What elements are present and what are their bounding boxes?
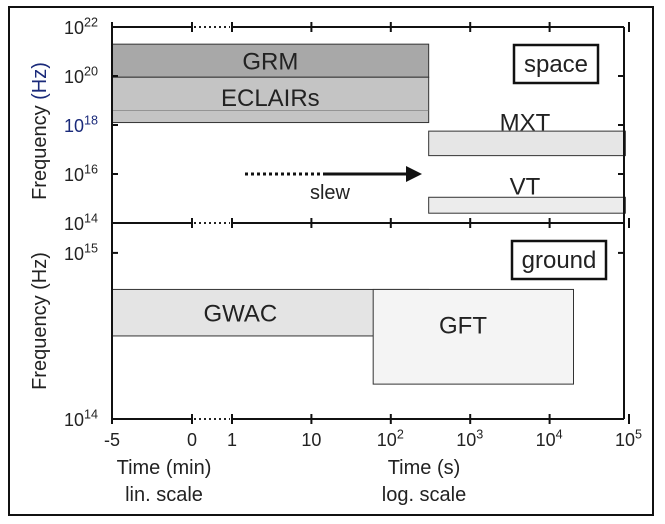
x-axis-subtitle-right: log. scale: [382, 484, 467, 506]
panel-label-ground: ground: [522, 247, 597, 274]
bars-layer: [111, 43, 626, 385]
y-axis-title-space: Frequency (Hz): [29, 62, 51, 200]
x-axis-title-right: Time (s): [388, 457, 461, 479]
x-tick-label-1e2: 102: [377, 427, 404, 450]
slew-arrow-head: [406, 166, 422, 182]
x-tick-label--5: -5: [104, 430, 120, 450]
panel-label-space-box: [512, 43, 600, 85]
label-mxt: MXT: [500, 110, 551, 137]
label-slew: slew: [310, 182, 351, 204]
y-tick-label-space-22: 1022: [64, 15, 98, 38]
y-tick-label-space-20: 1020: [64, 64, 98, 87]
y-axis-title-ground: Frequency (Hz): [29, 252, 51, 390]
y-tick-label-space-18: 1018: [64, 113, 98, 136]
x-tick-label-1e3: 103: [456, 427, 483, 450]
label-gft: GFT: [439, 312, 487, 339]
y-tick-label-space-16: 1016: [64, 162, 98, 185]
x-axis-title-left: Time (min): [117, 457, 212, 479]
axes-layer: [111, 22, 630, 424]
figure-frame: [8, 6, 654, 516]
label-eclairs: ECLAIRs: [221, 85, 320, 112]
x-tick-label-1e5: 105: [615, 427, 642, 450]
x-tick-label-1e4: 104: [536, 427, 563, 450]
panel-label-space: space: [524, 51, 588, 78]
panel-label-ground-box: [510, 239, 608, 281]
y-tick-label-space-14: 1014: [64, 211, 98, 234]
y-tick-label-ground-15: 1015: [64, 241, 98, 264]
label-grm: GRM: [242, 49, 298, 76]
bar-eclairs: [111, 76, 430, 124]
x-tick-label-0: 0: [187, 430, 197, 450]
x-axis-subtitle-left: lin. scale: [125, 484, 203, 506]
y-tick-label-ground-14: 1014: [64, 407, 98, 430]
bar-vt: [428, 196, 626, 214]
x-tick-label-1: 1: [227, 430, 237, 450]
label-gwac: GWAC: [203, 301, 277, 328]
bar-gft: [372, 288, 575, 385]
label-vt: VT: [510, 173, 541, 200]
text-layer: 1022 1020 1018 1016 1014 1015 1014 -5 0 1 10 102 103…: [29, 15, 642, 506]
x-tick-label-10: 10: [301, 430, 321, 450]
bar-mxt: [428, 130, 626, 157]
